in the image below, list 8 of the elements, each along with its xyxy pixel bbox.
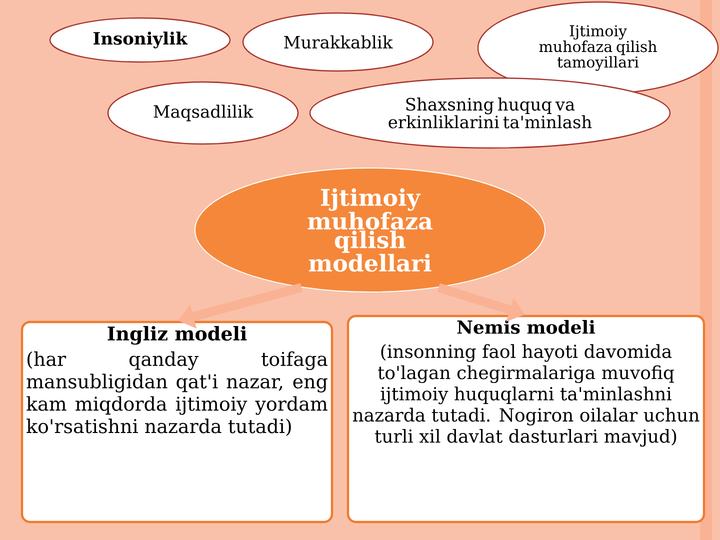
title-oval: Ijtimoiy muhofaza qilish modellari	[194, 167, 546, 292]
oval-node: Insoniylik	[49, 17, 231, 63]
text-card: Ingliz modeli (har qanday toifaga mansubligidan qat'i nazar, eng kam miqdorda ijtimoiy yordam ko'rsatishni nazarda tutadi)	[20, 320, 334, 524]
oval-node: Shaxsning huquq va erkinliklarini ta'minlash	[309, 77, 671, 149]
node-label: Ijtimoiy muhofaza qilish tamoyillari	[539, 25, 657, 71]
oval-node: Murakkablik	[242, 12, 434, 72]
oval-node: Maqsadlilik	[107, 81, 299, 145]
text-card: Nemis modeli (insonning faol hayoti davomida to'lagan chegirmalariga muvofiq ijtimoiy huquqlarni ta'minlashni nazarda tutadi. Nogiron oilalar uchun turli xil davlat dasturlari mavjud)	[346, 314, 706, 524]
